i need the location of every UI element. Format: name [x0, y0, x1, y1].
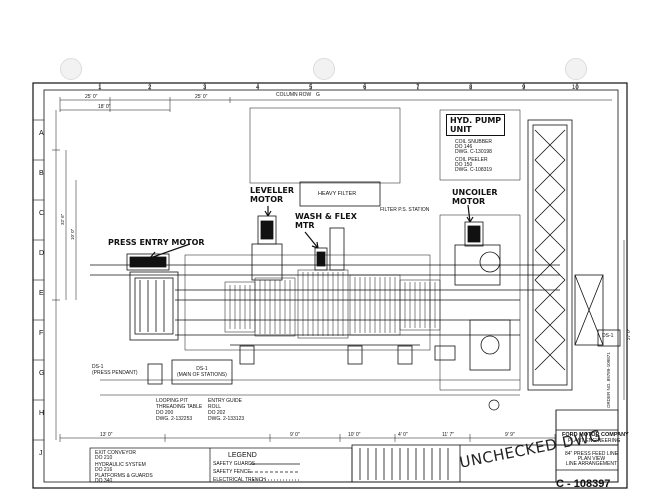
column-number: 2: [148, 85, 152, 91]
column-number: 8: [469, 85, 473, 91]
column-number: 3: [203, 85, 207, 91]
row-letter: C: [39, 210, 45, 217]
scan-margin: [0, 0, 646, 42]
ds1-right-label: DS-1: [602, 333, 614, 339]
legend-item: PLATFORMS & GUARDS DO 340: [95, 473, 153, 484]
legend-title: LEGEND: [228, 452, 257, 459]
dimension-label: 10' 0": [348, 432, 361, 438]
hyd-pump-unit-callout: HYD. PUMP UNIT: [446, 114, 506, 136]
press-entry-motor-callout: PRESS ENTRY MOTOR: [108, 238, 205, 247]
dimension-label: 9' 0": [290, 432, 300, 438]
title-block: [351, 409, 619, 483]
section-marker: [488, 399, 500, 411]
left-dimensions: [52, 110, 77, 440]
top-dimensions: [59, 97, 612, 112]
leveller-motor-unit: [251, 215, 283, 281]
column-number: 1: [98, 85, 102, 91]
looping-pit-label: LOOPING PIT THREADING TABLE DO 200 DWG. …: [156, 398, 203, 422]
company-name: FORD MOTOR COMPANY: [562, 432, 629, 438]
column-number: 4: [256, 85, 260, 91]
platform-outlines: [100, 107, 521, 396]
row-letter: F: [39, 330, 44, 337]
press-pendant-label: DS-1 (PRESS PENDANT): [92, 364, 138, 376]
column-number: 9: [522, 85, 526, 91]
heavy-filter-label: HEAVY FILTER: [318, 191, 357, 197]
hatched-equipment: [224, 269, 441, 339]
legend-item: SAFETY FENCE: [213, 469, 251, 475]
dimension-label: 25' 0": [85, 94, 98, 100]
column-number: 6: [363, 85, 367, 91]
entry-guide-label: ENTRY GUIDE ROLL DO 202 DWG. 2-133123: [208, 398, 245, 422]
legend-item: ELECTRICAL TRENCH: [213, 477, 266, 483]
legend-item: SAFETY GUARDS: [213, 461, 256, 467]
punch-hole: [313, 58, 335, 80]
drawing-title: 84" PRESS FEED LINE PLAN VIEW LINE ARRAN…: [565, 451, 618, 467]
uncoiler-motor-callout: UNCOILER MOTOR: [452, 188, 498, 206]
row-letter: H: [39, 410, 45, 417]
column-number: 10: [572, 85, 579, 91]
disconnect-switches: [147, 329, 621, 385]
dimension-label: 9' 9": [505, 432, 515, 438]
column-row-value: G: [316, 92, 320, 98]
filter-station-label: FILTER P.S. STATION: [380, 207, 430, 213]
company-sub: PLANT ENGINEERING: [568, 438, 621, 444]
coil-peeler-label: COIL PEELER DO 150 DWG. C-108319: [455, 157, 492, 173]
wash-flex-motor-callout: WASH & FLEX MTR: [295, 212, 357, 230]
column-number: 7: [416, 85, 420, 91]
wash-flex-motor-unit: [314, 227, 345, 271]
column-number: 5: [309, 85, 313, 91]
legend-item: EXIT CONVEYOR DO 210: [95, 450, 137, 461]
column-ticks: [99, 83, 578, 90]
dimension-label: 25' 0": [195, 94, 208, 100]
dimension-label: 4' 0": [398, 432, 408, 438]
dimension-label: 18' 0": [98, 104, 111, 110]
annotation-arrows: [149, 204, 474, 259]
row-ticks: [33, 119, 44, 441]
heavy-filter-box: [299, 181, 381, 207]
feed-line: [90, 264, 560, 346]
row-letter: J: [39, 450, 43, 457]
dimension-label: 32' 6": [60, 213, 65, 225]
uncoiler-motor-unit: [454, 221, 511, 371]
order-number: ORDER NO. 89789-109871: [606, 352, 611, 408]
dimension-label: 11' 7": [442, 432, 455, 438]
drawing-number: C - 108397: [556, 478, 611, 490]
dimension-label: 27' 0": [626, 328, 631, 340]
coil-car-pit: [527, 119, 604, 391]
row-letter: D: [39, 250, 45, 257]
main-stations-label: DS-1 (MAIN OF STATIONS): [177, 366, 227, 378]
legend-item: HYDRAULIC SYSTEM DO 216: [95, 462, 146, 473]
row-letter: A: [39, 130, 44, 137]
row-letter: B: [39, 170, 44, 177]
row-letter: E: [39, 290, 44, 297]
punch-hole: [60, 58, 82, 80]
punch-hole: [565, 58, 587, 80]
dimension-label: 10' 0": [70, 228, 75, 240]
dimension-label: 13' 0": [100, 432, 113, 438]
coil-snubber-label: COIL SNUBBER DO 146 DWG. C-130198: [455, 139, 493, 155]
bottom-dimensions: [59, 434, 556, 442]
press-entry-unit: [126, 253, 179, 341]
row-letter: G: [39, 370, 45, 377]
outer-border: [32, 82, 628, 489]
column-row-label: COLUMN ROW: [276, 92, 312, 98]
leveller-motor-callout: LEVELLER MOTOR: [250, 186, 295, 204]
